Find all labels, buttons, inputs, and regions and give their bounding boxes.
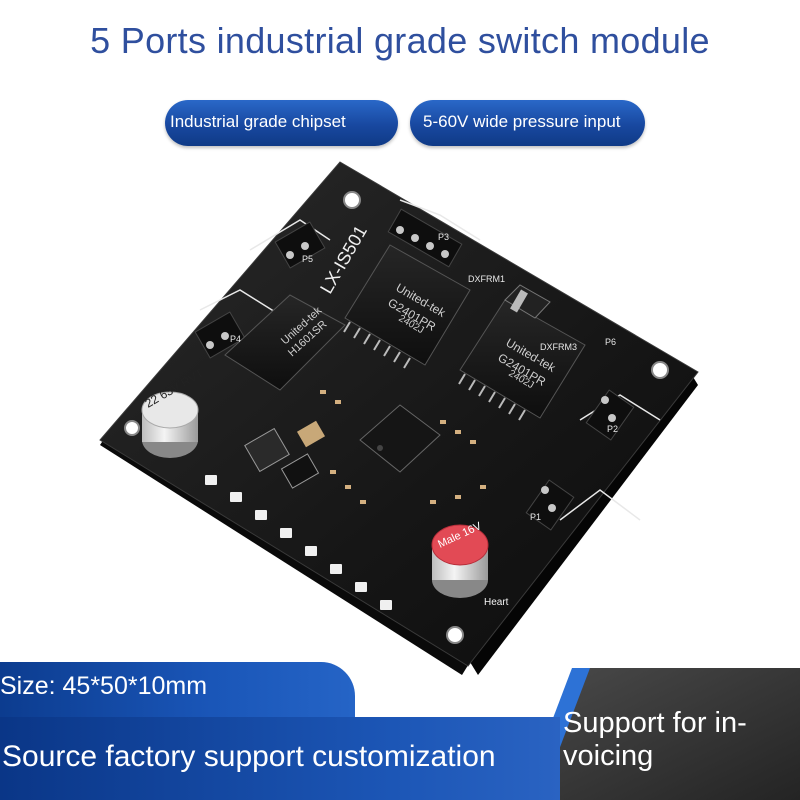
transformer-chip-mid: United-tek G2401PR 2402J <box>344 244 471 366</box>
port-label-p5: P5 <box>302 254 313 264</box>
size-text: Size: 45*50*10mm <box>0 672 208 700</box>
port-label-p4: P4 <box>230 334 241 344</box>
heart-label: Heart <box>484 597 509 608</box>
invoicing-text: Support for in- voicing <box>563 707 747 773</box>
transformer-chip-left: United-tek H1601SR <box>224 294 346 391</box>
footer-dark-panel <box>530 668 800 800</box>
transformer-label-3: DXFRM3 <box>540 342 577 352</box>
page-title: 5 Ports industrial grade switch module <box>90 20 710 61</box>
port-label-p6: P6 <box>605 337 616 347</box>
invoicing-line-2: voicing <box>563 740 654 772</box>
transformer-label-1: DXFRM1 <box>468 274 505 284</box>
customization-text: Source factory support customization <box>2 740 496 773</box>
chipset-badge: Industrial grade chipset <box>165 100 398 146</box>
transformer-chip-right: United-tek G2401PR 2402J <box>459 299 586 419</box>
port-label-p1: P1 <box>530 512 541 522</box>
port-label-p2: P2 <box>607 424 618 434</box>
size-banner <box>0 662 355 717</box>
customization-banner <box>0 717 560 800</box>
controller-ic <box>359 404 441 473</box>
chipset-badge-label: Industrial grade chipset <box>170 112 346 131</box>
invoicing-line-1: Support for in- <box>563 707 747 739</box>
voltage-badge-label: 5-60V wide pressure input <box>423 112 621 131</box>
voltage-badge: 5-60V wide pressure input <box>410 100 645 146</box>
port-label-p3: P3 <box>438 232 449 242</box>
capacitor-right: Male 16V <box>431 520 489 598</box>
